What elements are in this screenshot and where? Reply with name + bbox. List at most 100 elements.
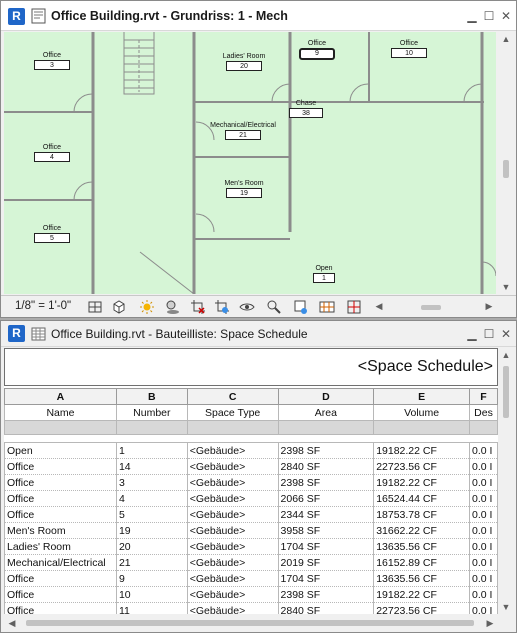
table-cell[interactable]: <Gebäude> — [186, 570, 279, 587]
table-cell[interactable]: 20 — [115, 538, 188, 555]
column-letter[interactable]: D — [277, 388, 375, 405]
plan-horizontal-scroll-thumb[interactable] — [421, 305, 441, 310]
temporary-view-properties-icon[interactable] — [293, 299, 309, 315]
table-cell[interactable]: 16524.44 CF — [373, 490, 470, 507]
reveal-hidden-icon[interactable] — [266, 299, 282, 315]
table-cell[interactable]: 0.0 I — [468, 490, 498, 507]
table-cell[interactable]: Office — [4, 474, 117, 491]
table-cell[interactable]: <Gebäude> — [186, 490, 279, 507]
table-cell[interactable]: 1704 SF — [277, 538, 375, 555]
table-cell[interactable]: Office — [4, 586, 117, 603]
highlight-displacement-icon[interactable] — [346, 299, 362, 315]
column-header[interactable]: Number — [115, 404, 188, 421]
minimize-icon[interactable]: ▁ — [467, 9, 477, 23]
table-cell[interactable]: 14 — [115, 458, 188, 475]
room-tag-chase-38[interactable]: Chase 38 — [289, 100, 323, 118]
scroll-down-icon[interactable]: ▼ — [501, 282, 511, 292]
table-cell[interactable]: 18753.78 CF — [373, 506, 470, 523]
table-cell[interactable]: 31662.22 CF — [373, 522, 470, 539]
column-header[interactable]: Space Type — [186, 404, 279, 421]
table-cell[interactable]: <Gebäude> — [186, 474, 279, 491]
column-letter[interactable]: C — [186, 388, 279, 405]
table-cell[interactable]: Men's Room — [4, 522, 117, 539]
table-cell[interactable]: 16152.89 CF — [373, 554, 470, 571]
table-cell[interactable]: 2344 SF — [277, 506, 375, 523]
table-cell[interactable]: Open — [4, 442, 117, 459]
visual-style-icon[interactable] — [111, 299, 127, 315]
room-tag-office-4[interactable]: Office 4 — [34, 144, 70, 162]
table-cell[interactable]: 0.0 I — [468, 602, 498, 614]
table-cell[interactable]: 19 — [115, 522, 188, 539]
close-icon[interactable]: ✕ — [500, 9, 512, 23]
table-cell[interactable]: 0.0 I — [468, 554, 498, 571]
table-cell[interactable]: <Gebäude> — [186, 554, 279, 571]
table-cell[interactable]: 5 — [115, 506, 188, 523]
schedule-horizontal-scrollbar[interactable]: ◀ ▶ — [4, 615, 498, 631]
minimize-icon[interactable]: ▁ — [467, 327, 477, 341]
close-icon[interactable]: ✕ — [500, 327, 512, 341]
schedule-table[interactable]: A B C D E F Name Number Space Type Area … — [4, 388, 498, 614]
scroll-down-icon[interactable]: ▼ — [501, 602, 511, 612]
revit-app-icon[interactable]: R — [8, 325, 25, 342]
table-cell[interactable]: 2398 SF — [277, 442, 375, 459]
table-cell[interactable]: <Gebäude> — [186, 602, 279, 614]
schedule-title-bar[interactable]: R Office Building.rvt - Bauteilliste: Sp… — [1, 321, 516, 347]
table-cell[interactable]: <Gebäude> — [186, 586, 279, 603]
table-cell[interactable]: 11 — [115, 602, 188, 614]
table-cell[interactable]: 0.0 I — [468, 474, 498, 491]
table-cell[interactable]: 1 — [115, 442, 188, 459]
table-cell[interactable]: 19182.22 CF — [373, 586, 470, 603]
plan-title-bar[interactable]: R Office Building.rvt - Grundriss: 1 - M… — [1, 1, 516, 31]
table-cell[interactable]: 0.0 I — [468, 458, 498, 475]
table-cell[interactable]: Office — [4, 490, 117, 507]
table-cell[interactable]: 9 — [115, 570, 188, 587]
table-cell[interactable]: 0.0 I — [468, 586, 498, 603]
table-cell[interactable]: Office — [4, 602, 117, 614]
table-cell[interactable]: 13635.56 CF — [373, 570, 470, 587]
schedule-title-cell[interactable]: <Space Schedule> — [4, 348, 498, 386]
table-cell[interactable]: 0.0 I — [468, 442, 498, 459]
scroll-left-icon[interactable]: ◀ — [8, 618, 16, 628]
column-letter[interactable]: E — [373, 388, 470, 405]
schedule-vertical-scroll-thumb[interactable] — [503, 366, 509, 418]
scroll-left-icon[interactable]: ◀ — [375, 301, 383, 311]
table-cell[interactable]: 21 — [115, 554, 188, 571]
table-cell[interactable]: 22723.56 CF — [373, 602, 470, 614]
show-crop-region-icon[interactable] — [214, 299, 230, 315]
table-cell[interactable]: 10 — [115, 586, 188, 603]
revit-app-icon[interactable]: R — [8, 8, 25, 25]
room-tag-office-9-selected[interactable]: Office 9 — [299, 40, 335, 60]
table-cell[interactable]: 22723.56 CF — [373, 458, 470, 475]
maximize-icon[interactable]: ☐ — [483, 327, 495, 341]
table-cell[interactable]: 0.0 I — [468, 538, 498, 555]
column-header[interactable]: Des — [468, 404, 498, 421]
table-cell[interactable]: 2066 SF — [277, 490, 375, 507]
crop-view-icon[interactable] — [190, 299, 206, 315]
schedule-vertical-scrollbar[interactable]: ▲ ▼ — [498, 348, 514, 614]
table-cell[interactable]: <Gebäude> — [186, 442, 279, 459]
table-cell[interactable]: 13635.56 CF — [373, 538, 470, 555]
detail-level-icon[interactable] — [87, 299, 103, 315]
scroll-right-icon[interactable]: ▶ — [485, 301, 493, 311]
scroll-up-icon[interactable]: ▲ — [501, 350, 511, 360]
table-cell[interactable]: 2398 SF — [277, 586, 375, 603]
shadows-icon[interactable] — [164, 299, 180, 315]
schedule-grid-area[interactable]: <Space Schedule> A B C D E F Name Number… — [4, 348, 498, 614]
table-cell[interactable]: 0.0 I — [468, 506, 498, 523]
room-tag-office-5[interactable]: Office 5 — [34, 225, 70, 243]
table-cell[interactable]: Ladies' Room — [4, 538, 117, 555]
table-cell[interactable]: <Gebäude> — [186, 522, 279, 539]
table-cell[interactable]: <Gebäude> — [186, 538, 279, 555]
table-cell[interactable]: 2840 SF — [277, 602, 375, 614]
maximize-icon[interactable]: ☐ — [483, 9, 495, 23]
